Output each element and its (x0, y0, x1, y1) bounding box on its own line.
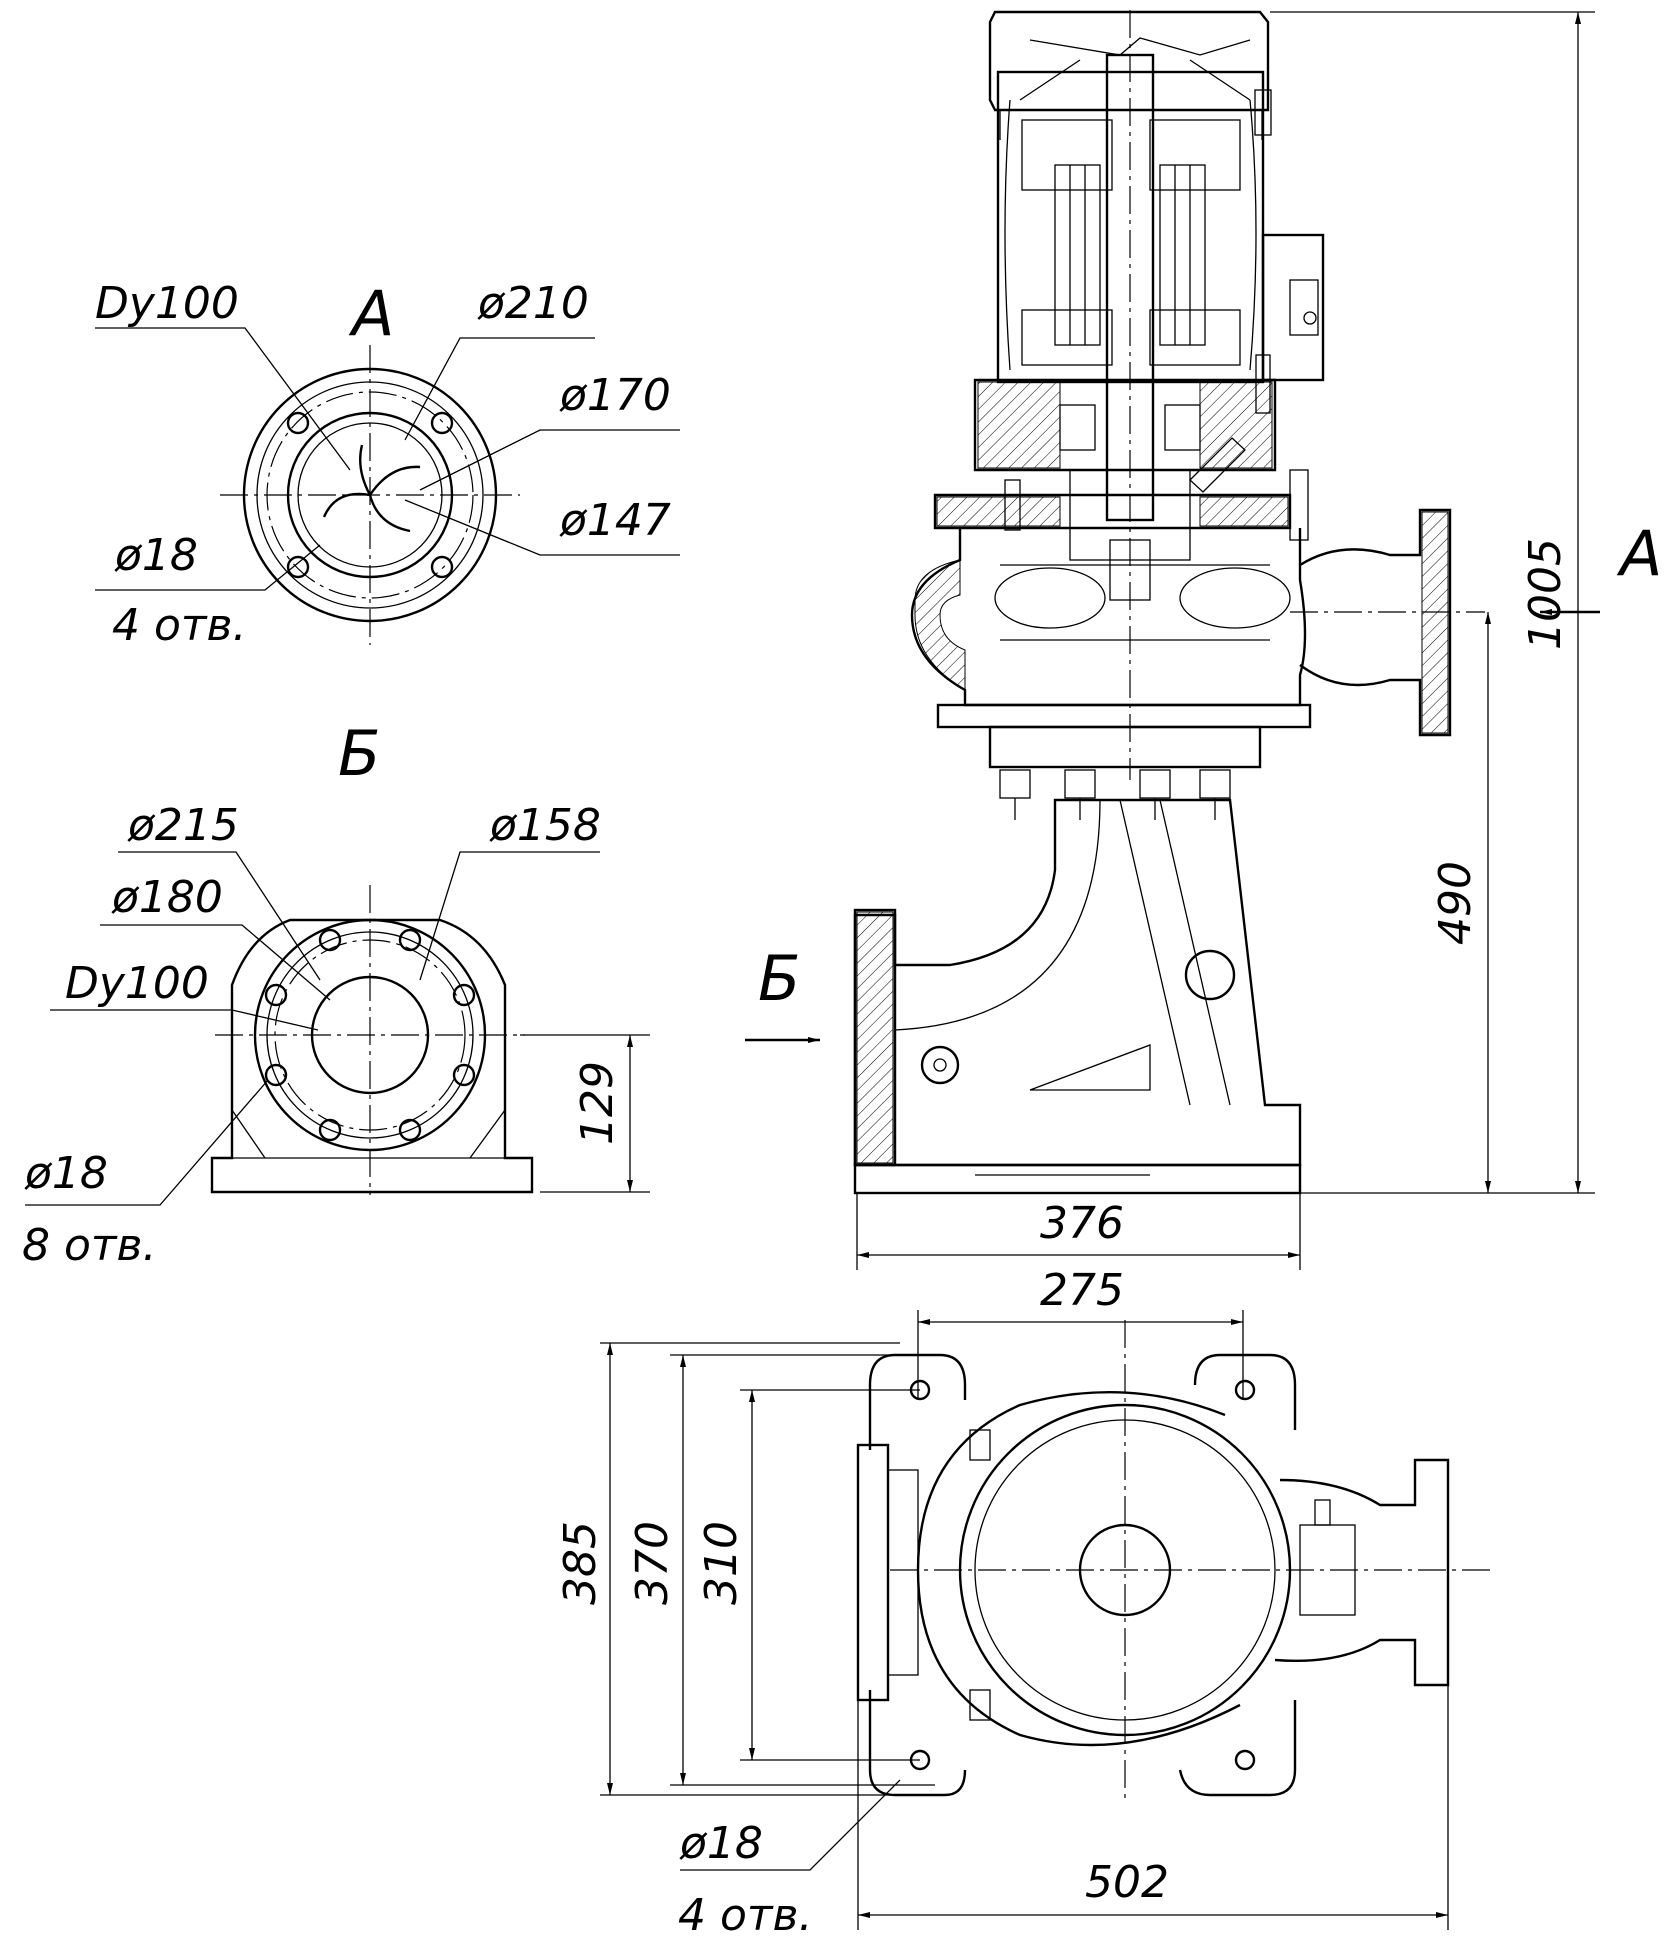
view-a-dy-label: Dy100 (95, 278, 239, 329)
plan-count-label: 4 отв. (678, 1890, 812, 1941)
view-b-dy-label: Dy100 (65, 958, 209, 1009)
view-a-letter: А (348, 277, 394, 350)
view-b-letter: Б (338, 717, 381, 790)
view-a-d210-label: ø210 (477, 278, 589, 329)
dim-490: 490 (1430, 861, 1481, 945)
view-b-flange: Б ø215 ø158 ø180 Dy100 ø18 8 отв. (22, 717, 650, 1271)
view-b-d180-label: ø180 (111, 872, 223, 923)
plan-hole-label: ø18 (679, 1818, 763, 1869)
view-a-d147-label: ø147 (559, 495, 671, 546)
view-b-count-label: 8 отв. (22, 1220, 156, 1271)
dim-385: 385 (555, 1521, 606, 1605)
dim-310: 310 (696, 1521, 747, 1605)
main-elevation-view: А Б 1005 490 376 (745, 10, 1662, 1270)
view-b-hole-label: ø18 (24, 1148, 108, 1199)
view-b-d215-label: ø215 (127, 800, 239, 851)
arrow-a-letter: А (1616, 517, 1662, 590)
dim-502: 502 (1085, 1857, 1169, 1908)
view-a-flange: А Dy100 ø210 ø170 ø147 ø18 4 отв. (95, 277, 680, 651)
view-b-h129-label: 129 (572, 1061, 623, 1145)
view-a-hole-label: ø18 (114, 530, 198, 581)
dim-275: 275 (1040, 1265, 1124, 1316)
dim-370: 370 (627, 1521, 678, 1605)
dim-376: 376 (1040, 1198, 1124, 1249)
view-a-d170-label: ø170 (559, 370, 671, 421)
dim-1005: 1005 (1520, 538, 1571, 650)
arrow-b-letter: Б (758, 942, 801, 1015)
view-b-d158-label: ø158 (489, 800, 601, 851)
plan-view: 275 (555, 1265, 1490, 1941)
view-a-count-label: 4 отв. (112, 600, 246, 651)
